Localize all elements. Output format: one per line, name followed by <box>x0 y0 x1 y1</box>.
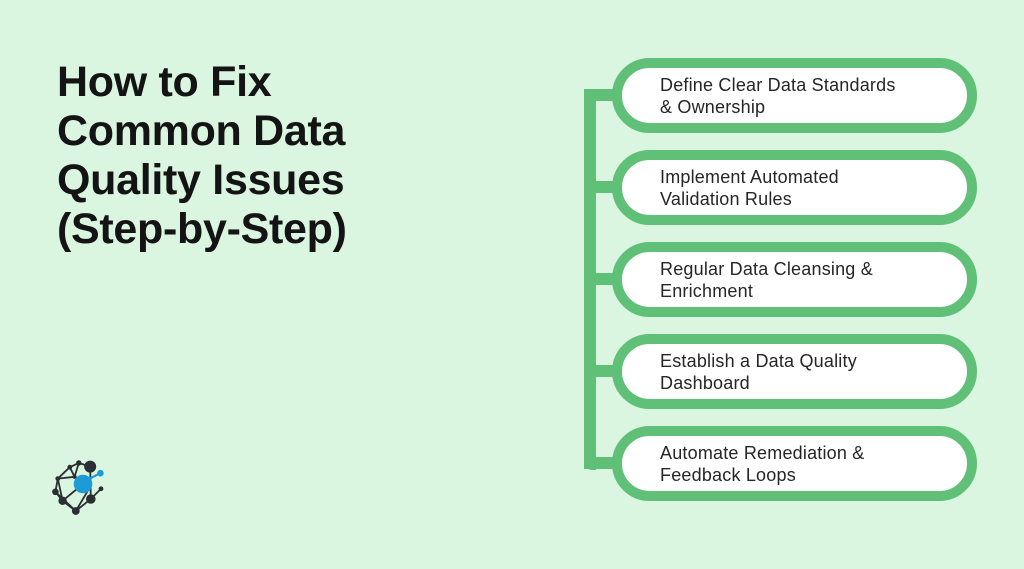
page-title-line: How to Fix <box>57 58 272 106</box>
step-label-line: Validation Rules <box>660 188 792 209</box>
step-label-line: & Ownership <box>660 96 766 117</box>
step-card-3: Regular Data Cleansing & Enrichment <box>612 242 977 317</box>
page-title-line: (Step-by-Step) <box>57 205 347 253</box>
step-card-1: Define Clear Data Standards & Ownership <box>612 58 977 133</box>
page-title-line: Common Data <box>57 107 346 155</box>
network-graph-logo-icon <box>52 460 104 515</box>
step-card-4: Establish a Data Quality Dashboard <box>612 334 977 409</box>
step-card-2: Implement Automated Validation Rules <box>612 150 977 225</box>
page-title-line: Quality Issues <box>57 156 345 204</box>
step-label-line: Define Clear Data Standards <box>660 74 896 95</box>
step-card-5: Automate Remediation & Feedback Loops <box>612 426 977 501</box>
step-label-line: Establish a Data Quality <box>660 350 857 371</box>
step-label-line: Enrichment <box>660 280 754 301</box>
page-title: How to Fix Common Data Quality Issues (S… <box>57 58 527 254</box>
step-label-line: Regular Data Cleansing & <box>660 258 873 279</box>
step-label-line: Feedback Loops <box>660 464 796 485</box>
step-label-line: Automate Remediation & <box>660 442 865 463</box>
step-label-line: Dashboard <box>660 372 750 393</box>
step-label-line: Implement Automated <box>660 166 839 187</box>
